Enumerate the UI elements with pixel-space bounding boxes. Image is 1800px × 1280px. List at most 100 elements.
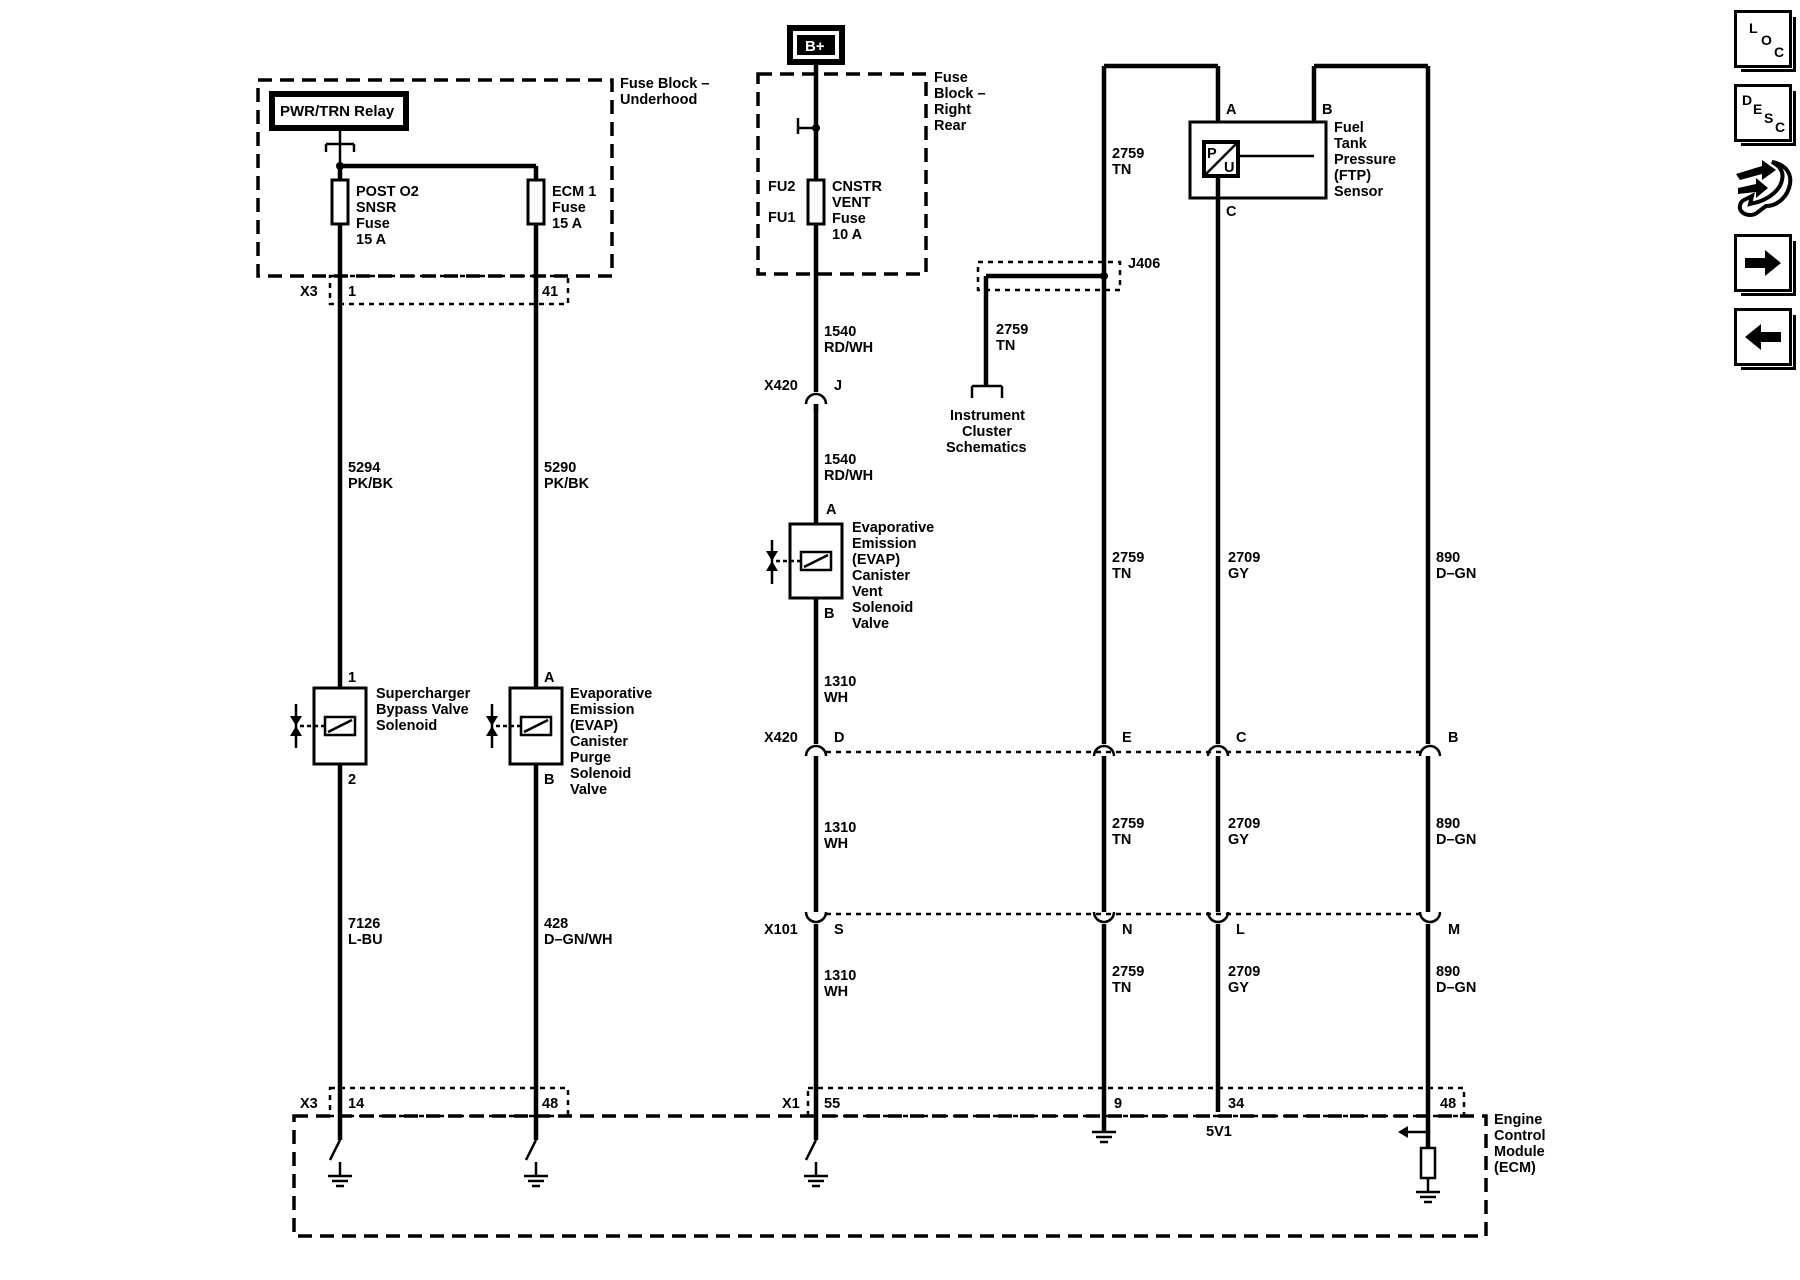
purge-label-3: (EVAP) <box>570 718 618 734</box>
fuse-block-right-rear-label-2: Block – <box>934 86 986 102</box>
ecm-5v-ref: 5V1 <box>1206 1124 1232 1140</box>
circuit-5294-7126: 5294 PK/BK 7126 L-BU <box>337 276 394 1140</box>
evap-vent-solenoid: A B Evaporative Emission (EVAP) Canister… <box>766 502 934 632</box>
wire-2759-top-number: 2759 <box>1112 146 1144 162</box>
purge-label-7: Valve <box>570 782 607 798</box>
x1-name: X1 <box>782 1096 800 1112</box>
purge-pin-a: A <box>544 670 555 686</box>
pwr-trn-relay: PWR/TRN Relay <box>269 91 409 166</box>
fuse-post-o2: POST O2 SNSR Fuse 15 A <box>330 166 419 276</box>
wire-5290-number: 5290 <box>544 460 576 476</box>
instrument-cluster-link-2[interactable]: Cluster <box>962 424 1012 440</box>
bypass-pin-2: 2 <box>348 772 356 788</box>
circuit-5290-428: 5290 PK/BK 428 D–GN/WH <box>533 276 612 1140</box>
wire-2759-bot-number: 2759 <box>1112 964 1144 980</box>
wire-5294-number: 5294 <box>348 460 380 476</box>
ftp-pin-b: B <box>1322 102 1332 118</box>
ecm-driver-1 <box>328 1139 352 1188</box>
fuse-block-underhood-label: Fuse Block – <box>620 76 709 92</box>
desc-letter-d: D <box>1742 92 1753 108</box>
fuse-post-o2-label-4: 15 A <box>356 232 387 248</box>
connector-x3-bottom-pin-48: 48 <box>542 1096 558 1112</box>
fu1-label: FU1 <box>768 210 795 226</box>
fuse-post-o2-label: POST O2 <box>356 184 419 200</box>
wire-890-mid-number: 890 <box>1436 550 1460 566</box>
instrument-cluster-link[interactable]: Instrument <box>950 408 1025 424</box>
ftp-p: P <box>1207 146 1217 162</box>
purge-label-4: Canister <box>570 734 628 750</box>
wire-428-number: 428 <box>544 916 568 932</box>
x420-j-pin: J <box>834 378 842 394</box>
instrument-cluster-link-3[interactable]: Schematics <box>946 440 1027 456</box>
x101-pin-l: L <box>1236 922 1245 938</box>
x420-j-name: X420 <box>764 378 798 394</box>
x101-pin-m: M <box>1448 922 1460 938</box>
wire-2709-mid-number: 2709 <box>1228 550 1260 566</box>
wire-1310-a-color: WH <box>824 690 848 706</box>
wire-890-low-color: D–GN <box>1436 832 1476 848</box>
fuse-ecm1-label-3: 15 A <box>552 216 583 232</box>
fuse-block-right-rear-label: Fuse <box>934 70 968 86</box>
wire-2759-branch-number: 2759 <box>996 322 1028 338</box>
wire-5290-color: PK/BK <box>544 476 590 492</box>
description-button[interactable]: D E S C <box>1734 84 1796 146</box>
purge-label-2: Emission <box>570 702 634 718</box>
wire-1310-a-number: 1310 <box>824 674 856 690</box>
ftp-pin-c: C <box>1226 204 1237 220</box>
wire-890-bot-number: 890 <box>1436 964 1460 980</box>
wrench-arrows-icon <box>1736 160 1793 217</box>
x1-pin-55: 55 <box>824 1096 840 1112</box>
bypass-pin-1: 1 <box>348 670 356 686</box>
circuit-2709: 2709 GY 2709 GY 2709 GY 5V1 <box>1206 198 1260 1140</box>
vent-label-6: Solenoid <box>852 600 913 616</box>
connector-x3-top: X3 1 41 <box>300 274 570 306</box>
wire-1540-b-number: 1540 <box>824 452 856 468</box>
cnstr-label-3: Fuse <box>832 211 866 227</box>
wire-7126-number: 7126 <box>348 916 380 932</box>
circuit-1540-1310: 1540 RD/WH 1540 RD/WH 1310 WH 1310 WH 13… <box>813 224 873 1140</box>
ftp-label-3: Pressure <box>1334 152 1396 168</box>
wire-2759-mid-number: 2759 <box>1112 550 1144 566</box>
wire-7126-color: L-BU <box>348 932 383 948</box>
purge-label-6: Solenoid <box>570 766 631 782</box>
ftp-label-4: (FTP) <box>1334 168 1371 184</box>
fuse-ecm1-label: ECM 1 <box>552 184 596 200</box>
purge-pin-b: B <box>544 772 554 788</box>
circuit-2759: 2759 TN 2759 TN 2759 TN <box>1092 550 1144 1144</box>
x420-pin-b: B <box>1448 730 1458 746</box>
diagnostic-tools-icon[interactable] <box>1732 154 1796 220</box>
previous-page-button[interactable] <box>1734 308 1796 370</box>
wire-1540-b-color: RD/WH <box>824 468 873 484</box>
loc-letter-o: O <box>1761 32 1772 48</box>
wire-2759-branch-color: TN <box>996 338 1015 354</box>
wire-890-low-number: 890 <box>1436 816 1460 832</box>
ecm-label-3: Module <box>1494 1144 1545 1160</box>
fuse-block-underhood-label-2: Underhood <box>620 92 697 108</box>
ecm-label-2: Control <box>1494 1128 1546 1144</box>
fuse-block-right-rear-label-4: Rear <box>934 118 967 134</box>
wire-2709-bot-color: GY <box>1228 980 1249 996</box>
connector-x101-row: X101 S N L M <box>764 911 1460 938</box>
fuse-ecm1-label-2: Fuse <box>552 200 586 216</box>
wire-1310-b-number: 1310 <box>824 820 856 836</box>
purge-label-5: Purge <box>570 750 611 766</box>
wire-2709-low-color: GY <box>1228 832 1249 848</box>
fuse-post-o2-label-2: SNSR <box>356 200 397 216</box>
connector-x420-j: X420 J <box>764 378 842 412</box>
vent-label-2: Emission <box>852 536 916 552</box>
fu2-label: FU2 <box>768 179 795 195</box>
wire-5294-color: PK/BK <box>348 476 394 492</box>
x420-row-name: X420 <box>764 730 798 746</box>
wire-428-color: D–GN/WH <box>544 932 612 948</box>
vent-label-5: Vent <box>852 584 883 600</box>
ftp-label-5: Sensor <box>1334 184 1384 200</box>
bypass-label: Supercharger <box>376 686 471 702</box>
cnstr-label-4: 10 A <box>832 227 863 243</box>
location-button[interactable]: L O C <box>1734 10 1796 72</box>
x1-pin-34: 34 <box>1228 1096 1244 1112</box>
wire-2759-bot-color: TN <box>1112 980 1131 996</box>
fuse-block-right-rear: Fuse Block – Right Rear <box>756 70 986 276</box>
x420-pin-e: E <box>1122 730 1132 746</box>
next-page-button[interactable] <box>1734 234 1796 296</box>
